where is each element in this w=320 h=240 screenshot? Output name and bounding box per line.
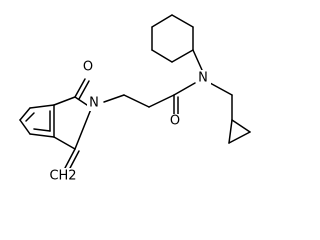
atom-label-amide-o-group: O xyxy=(168,114,183,129)
bond xyxy=(123,94,150,108)
atom-label-amide-o: O xyxy=(170,114,180,129)
bond xyxy=(231,119,251,133)
atom-label-amide-n: N xyxy=(198,71,208,86)
atom-label-ring-n: N xyxy=(89,96,99,111)
bond xyxy=(173,82,196,96)
double-bond xyxy=(64,148,76,169)
double-bond xyxy=(68,150,80,171)
cyclohexane-ring xyxy=(151,14,194,63)
bond xyxy=(192,49,203,71)
aromatic-inner-bond xyxy=(25,112,35,122)
bond xyxy=(19,107,31,121)
bond xyxy=(74,108,92,150)
bond xyxy=(151,49,173,63)
atom-label-amide-n-group: N xyxy=(196,70,211,86)
atom-label-ring-n-group: N xyxy=(87,96,102,111)
bond xyxy=(53,136,76,150)
bond xyxy=(29,104,55,109)
bond xyxy=(209,82,233,96)
bond xyxy=(151,14,173,28)
atom-label-methylene-group: CH2 xyxy=(49,168,77,184)
atom-label-ring-o-group: O xyxy=(81,60,96,75)
double-bond xyxy=(74,78,86,98)
bond xyxy=(171,49,194,63)
aromatic-inner-bond xyxy=(33,128,51,132)
atom-label-methylene: CH2 xyxy=(49,169,76,184)
bond xyxy=(103,94,125,103)
atom-label-ring-o: O xyxy=(83,60,93,75)
bond xyxy=(171,14,194,28)
benzene-ring xyxy=(19,104,55,138)
bond xyxy=(29,133,55,138)
bond xyxy=(228,119,233,144)
bond xyxy=(19,119,31,135)
double-bond xyxy=(78,80,90,100)
bond xyxy=(53,96,76,106)
cyclopropane-ring xyxy=(228,119,251,144)
chemical-structure: N O N O CH2 xyxy=(19,14,251,184)
bond xyxy=(148,94,175,108)
bond xyxy=(228,131,251,144)
